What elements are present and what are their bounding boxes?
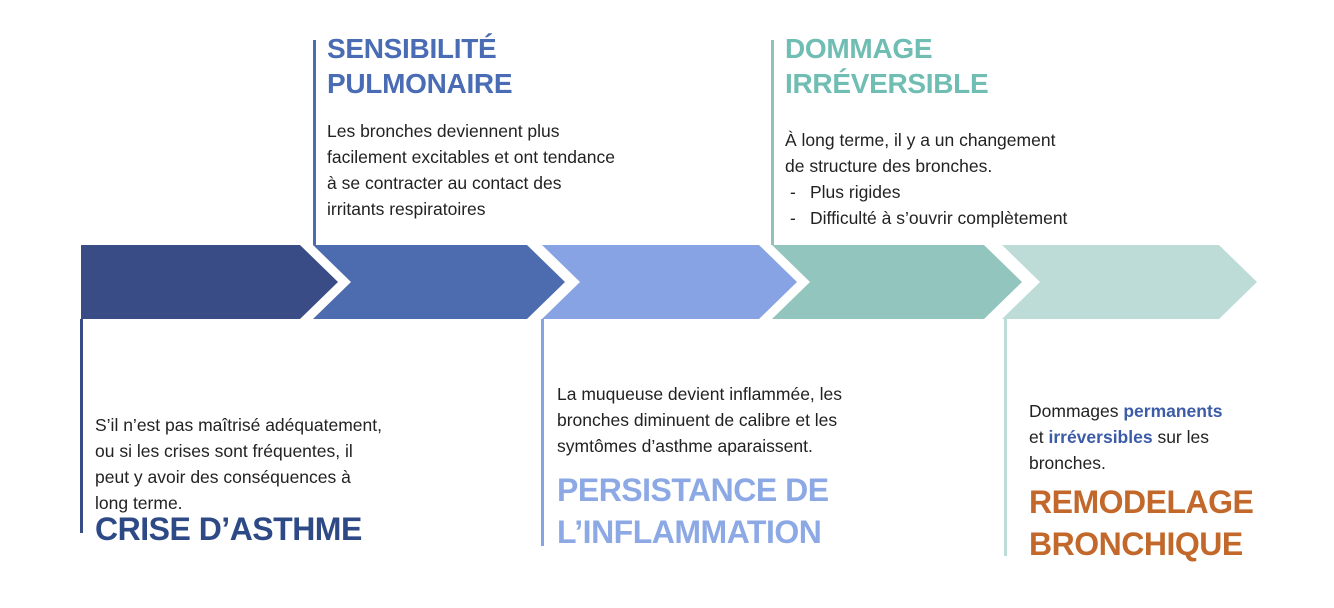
stage-body: La muqueuse devient inflammée, les bronc… — [557, 381, 842, 459]
stage-title-line: BRONCHIQUE — [1029, 526, 1243, 562]
arrow-segment-4 — [772, 245, 1022, 319]
stage-title-line: L’INFLAMMATION — [557, 514, 822, 550]
bullet-item: - Difficulté à s’ouvrir complètement — [785, 205, 1067, 231]
stage-body-line: La muqueuse devient inflammée, les — [557, 384, 843, 404]
stage-body-line: S’il n’est pas maîtrisé adéquatement, — [95, 415, 382, 435]
stage-body-line: facilement excitables et ont tendance — [327, 147, 615, 167]
body-text-emphasis: permanents — [1123, 401, 1223, 421]
stage-title: DOMMAGE IRRÉVERSIBLE — [785, 31, 1067, 101]
stage-body-line: bronches diminuent de calibre et les — [557, 410, 838, 430]
stage-body-line: de structure des bronches. — [785, 156, 993, 176]
stage-body-line: Les bronches deviennent plus — [327, 121, 560, 141]
body-text-run: bronches. — [1029, 453, 1106, 473]
stage-body-line: ou si les crises sont fréquentes, il — [95, 441, 353, 461]
bullet-text: Difficulté à s’ouvrir complètement — [810, 208, 1068, 228]
accent-line-crise-dasthme — [80, 319, 83, 533]
stage-remodelage-bronchique: Dommages permanents et irréversibles sur… — [1029, 398, 1254, 565]
bullet-marker: - — [790, 208, 796, 228]
accent-line-persistance-inflammation — [541, 319, 544, 546]
stage-title-line: SENSIBILITÉ — [327, 33, 497, 64]
stage-title: SENSIBILITÉ PULMONAIRE — [327, 31, 615, 101]
stage-title: REMODELAGE BRONCHIQUE — [1029, 481, 1254, 565]
arrow-segment-1 — [81, 245, 338, 319]
stage-body-line: à se contracter au contact des — [327, 173, 562, 193]
stage-body-line: long terme. — [95, 493, 183, 513]
stage-body: À long terme, il y a un changement de st… — [785, 127, 1067, 231]
stage-title-line: IRRÉVERSIBLE — [785, 68, 989, 99]
bullet-marker: - — [790, 182, 796, 202]
stage-body-line: symtômes d’asthme aparaissent. — [557, 436, 813, 456]
stage-title-line: CRISE D’ASTHME — [95, 511, 362, 547]
stage-title: PERSISTANCE DE L’INFLAMMATION — [557, 469, 842, 553]
body-text-emphasis: irréversibles — [1048, 427, 1153, 447]
stage-body: Dommages permanents et irréversibles sur… — [1029, 398, 1253, 476]
stage-body-line: bronches. — [1029, 450, 1253, 476]
bullet-text: Plus rigides — [810, 182, 901, 202]
stage-body: S’il n’est pas maîtrisé adéquatement, ou… — [95, 412, 382, 516]
process-arrow-band — [81, 245, 1257, 319]
stage-body-line: Dommages permanents — [1029, 398, 1253, 424]
stage-crise-dasthme: S’il n’est pas maîtrisé adéquatement, ou… — [95, 412, 382, 550]
stage-title-line: PULMONAIRE — [327, 68, 513, 99]
body-text-run: et — [1029, 427, 1049, 447]
arrow-segment-3 — [542, 245, 797, 319]
stage-sensibilite-pulmonaire: SENSIBILITÉ PULMONAIRE Les bronches devi… — [327, 31, 615, 222]
stage-persistance-inflammation: La muqueuse devient inflammée, les bronc… — [557, 381, 842, 553]
body-text-run: Dommages — [1029, 401, 1124, 421]
stage-body: Les bronches deviennent plus facilement … — [327, 118, 615, 222]
stage-title-line: PERSISTANCE DE — [557, 472, 829, 508]
stage-body-line: À long terme, il y a un changement — [785, 130, 1056, 150]
stage-title-line: DOMMAGE — [785, 33, 933, 64]
stage-title-line: REMODELAGE — [1029, 484, 1254, 520]
arrow-segment-5 — [1002, 245, 1257, 319]
stage-body-line: et irréversibles sur les — [1029, 424, 1253, 450]
bullet-item: - Plus rigides — [785, 179, 1067, 205]
accent-line-dommage-irreversible — [771, 40, 774, 245]
arrow-segment-2 — [313, 245, 565, 319]
accent-line-sensibilite-pulmonaire — [313, 40, 316, 245]
accent-line-remodelage-bronchique — [1004, 319, 1007, 556]
stage-title: CRISE D’ASTHME — [95, 508, 382, 550]
stage-body-line: peut y avoir des conséquences à — [95, 467, 351, 487]
stage-body-line: irritants respiratoires — [327, 199, 486, 219]
stage-dommage-irreversible: DOMMAGE IRRÉVERSIBLE À long terme, il y … — [785, 31, 1067, 231]
body-text-run: sur les — [1152, 427, 1209, 447]
